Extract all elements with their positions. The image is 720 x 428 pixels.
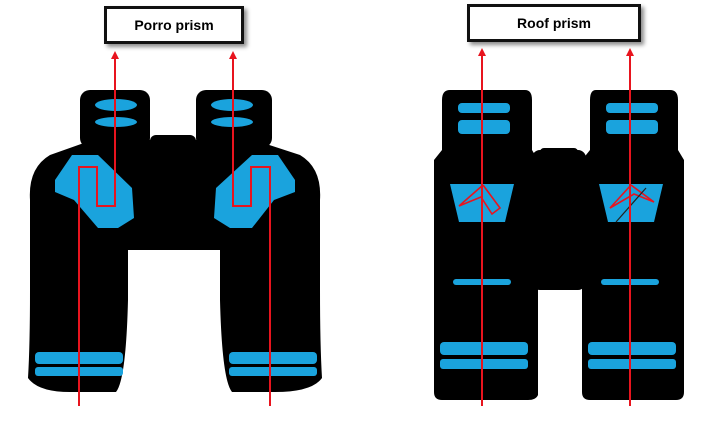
roof-bridge: [532, 150, 586, 290]
porro-left-light-path: [78, 51, 119, 406]
porro-binoculars: [28, 51, 322, 406]
roof-right-prism-reflection: [609, 184, 655, 209]
roof-right-eyepiece-lens-bottom: [606, 120, 658, 134]
porro-right-light-path: [229, 51, 271, 406]
roof-left-eyepiece-lens-bottom: [458, 120, 510, 134]
roof-binoculars: [434, 48, 684, 406]
porro-right-objective-lens-bottom: [229, 367, 317, 376]
roof-right-eyepiece-lens-top: [606, 103, 658, 113]
roof-left-eyepiece-lens-top: [458, 103, 510, 113]
roof-left-prism-reflection: [458, 184, 502, 216]
roof-left-objective-lens-top: [440, 342, 528, 355]
roof-left-objective-lens-bottom: [440, 359, 528, 369]
porro-prism-label: Porro prism: [104, 6, 244, 44]
roof-hinge-top: [540, 148, 578, 158]
porro-right-objective-lens-top: [229, 352, 317, 364]
roof-right-barrel: [582, 90, 684, 400]
roof-prism-label: Roof prism: [467, 4, 641, 42]
roof-left-barrel: [434, 90, 538, 400]
roof-right-objective-lens-top: [588, 342, 676, 355]
roof-right-objective-lens-bottom: [588, 359, 676, 369]
porro-right-prism: [214, 155, 295, 228]
